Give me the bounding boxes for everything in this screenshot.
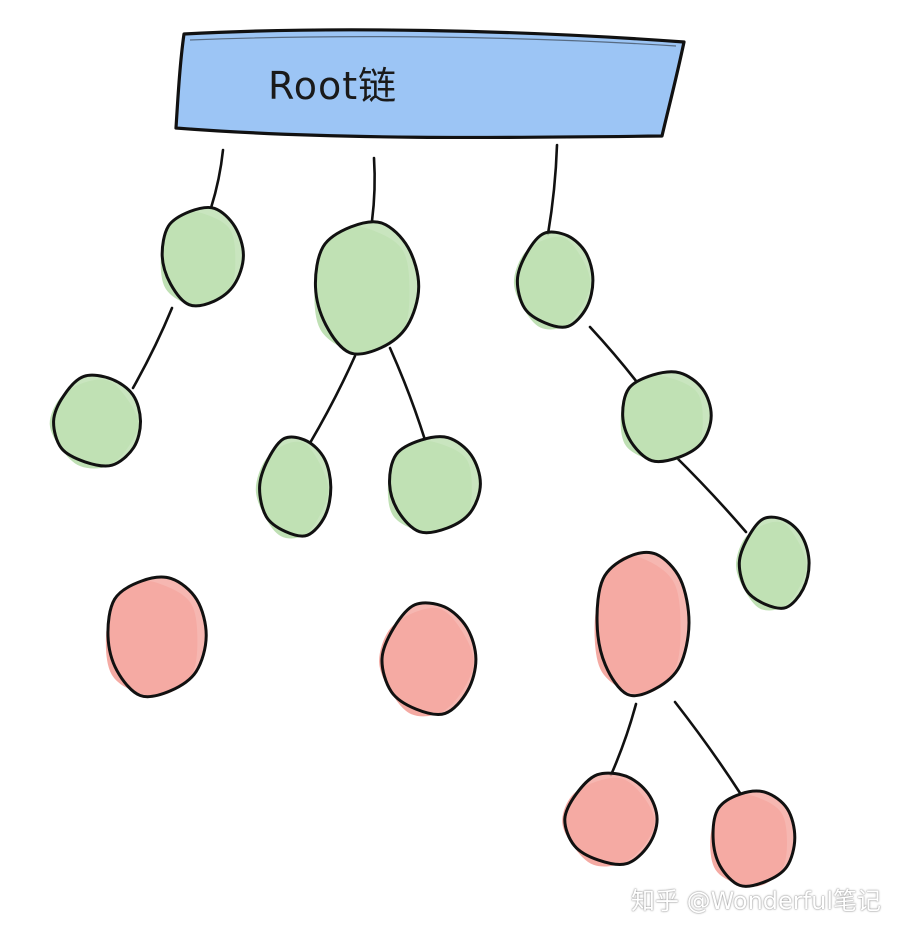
reachable-node-b1 <box>313 220 421 356</box>
edge-b1-b2 <box>308 354 357 445</box>
reachable-node-c3 <box>735 515 811 611</box>
edge-root-c1 <box>546 143 559 236</box>
unreachable-node-r5 <box>710 789 797 888</box>
unreachable-node-r4 <box>562 771 659 867</box>
edge-r3-r4 <box>609 702 638 777</box>
unreachable-node-r2 <box>379 601 478 717</box>
root-banner <box>174 28 686 140</box>
reachable-node-a1 <box>160 205 245 308</box>
edge-root-a1 <box>209 148 225 210</box>
root-label: Root链 <box>268 64 397 108</box>
reachable-node-c1 <box>513 230 595 330</box>
edge-root-b1 <box>370 156 376 223</box>
watermark: 知乎 @Wonderful笔记 <box>630 887 881 915</box>
edge-c2-c3 <box>672 453 748 534</box>
reachable-node-a2 <box>49 373 143 469</box>
node-group <box>49 205 811 888</box>
reachable-node-b3 <box>387 435 482 535</box>
edge-r3-r5 <box>673 700 742 795</box>
unreachable-node-r1 <box>105 575 208 699</box>
edge-group <box>131 143 748 795</box>
reachable-node-c2 <box>620 370 713 464</box>
reachable-node-b2 <box>255 435 333 539</box>
edge-a1-a2 <box>131 306 174 390</box>
edge-b1-b3 <box>388 346 427 442</box>
unreachable-node-r3 <box>594 550 691 698</box>
